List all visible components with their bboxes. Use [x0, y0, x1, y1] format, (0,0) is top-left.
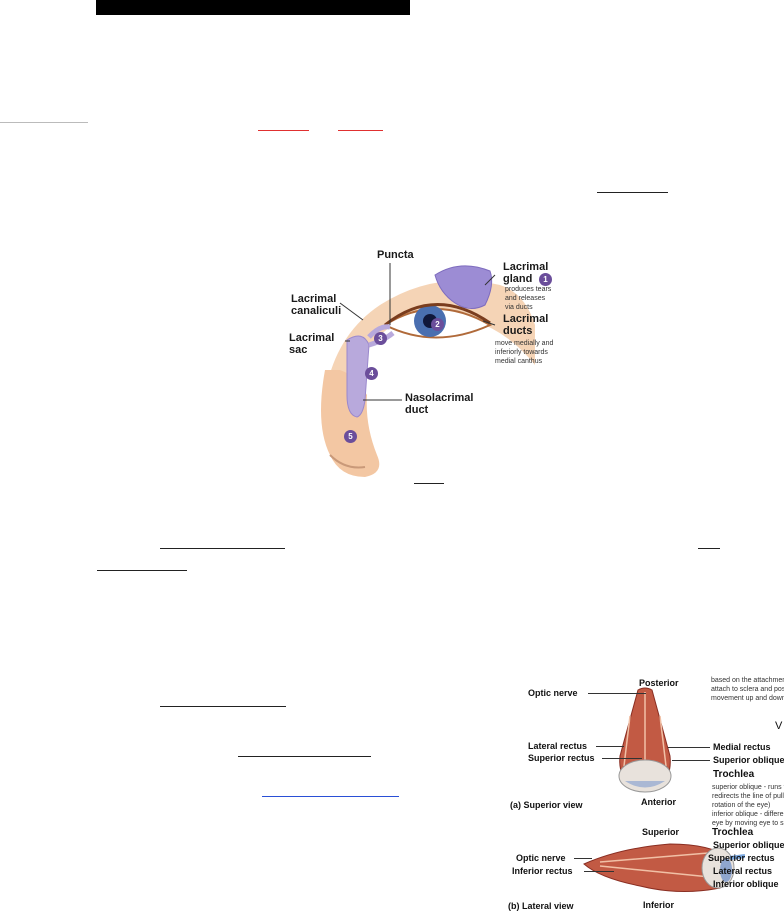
gland-note-line3: via ducts [505, 304, 533, 311]
gland-note: produces tears and releases via ducts [505, 285, 551, 312]
step-badge-5: 5 [344, 430, 357, 443]
label-inferior-rectus: Inferior rectus [512, 866, 573, 876]
label-trochlea-superior: Trochlea [713, 769, 755, 780]
superior-view-illustration [618, 687, 672, 793]
label-superior-oblique-lateral: Superior oblique [713, 840, 784, 850]
label-lacrimal-ducts: Lacrimal ducts [503, 313, 548, 337]
label-sac-line2: sac [289, 344, 308, 356]
leader-optic-nerve-lateral [574, 858, 592, 859]
caption-lateral-view: (b) Lateral view [508, 901, 574, 911]
label-medial-rectus: Medial rectus [713, 742, 771, 752]
ducts-note-line2: inferiorly towards [495, 349, 548, 356]
notes-mid-line2: redirects the line of pull f [712, 793, 784, 800]
label-lacrimal-canaliculi: Lacrimal canaliculi [291, 293, 341, 317]
leader-superior-oblique-superior [672, 760, 710, 761]
underline-mark-1 [597, 192, 668, 193]
label-superior-rectus-lateral: Superior rectus [708, 853, 775, 863]
label-lacrimal-gland-line2: gland [503, 273, 533, 285]
caption-superior-view: (a) Superior view [510, 800, 583, 810]
title-redaction-bar [96, 0, 410, 15]
notes-mid-line5: eye by moving eye to sup [712, 820, 784, 827]
link-underline-red-1[interactable] [258, 130, 309, 131]
step-badge-3: 3 [374, 332, 387, 345]
underline-mark-3 [160, 548, 285, 549]
leader-inferior-rectus [584, 871, 614, 872]
label-lacrimal-gland: Lacrimal gland [503, 261, 548, 285]
label-lateral-rectus-superior: Lateral rectus [528, 741, 588, 751]
leader-medial-rectus [668, 747, 710, 748]
label-trochlea-lateral: Trochlea [712, 827, 754, 838]
label-nasolacrimal-line2: duct [405, 404, 429, 416]
ducts-note-line1: move medially and [495, 340, 554, 347]
notes-top-line2: attach to sclera and posto [711, 686, 784, 693]
lateral-view-illustration [583, 843, 745, 893]
muscle-notes-mid: superior oblique - runs th redirects the… [712, 783, 784, 828]
underline-mark-2 [414, 483, 444, 484]
underline-mark-7 [238, 756, 371, 757]
link-underline-blue[interactable] [262, 796, 399, 797]
notes-mid-line4: inferior oblique - different [712, 811, 784, 818]
underline-mark-4 [698, 548, 720, 549]
label-puncta: Puncta [377, 249, 414, 261]
label-superior-rectus-superior: Superior rectus [528, 753, 595, 763]
leader-optic-nerve-superior [588, 693, 646, 694]
margin-rule [0, 122, 88, 123]
label-nasolacrimal-duct: Nasolacrimal duct [405, 392, 473, 416]
link-underline-red-2[interactable] [338, 130, 383, 131]
ducts-note-line3: medial canthus [495, 358, 543, 365]
label-anterior: Anterior [641, 797, 677, 807]
lacrimal-apparatus-figure: Puncta Lacrimal gland produces tears and… [285, 245, 560, 485]
label-optic-nerve-superior: Optic nerve [528, 688, 578, 698]
notes-top-line1: based on the attachment p [711, 677, 784, 684]
label-lacrimal-sac: Lacrimal sac [289, 332, 334, 356]
label-canaliculi-line1: Lacrimal [291, 293, 337, 305]
notes-top-line3: movement up and down a [711, 695, 784, 702]
label-superior: Superior [642, 827, 680, 837]
step-badge-2: 2 [431, 318, 444, 331]
step-badge-1: 1 [539, 273, 552, 286]
label-inferior-oblique: Inferior oblique [713, 879, 779, 889]
label-nasolacrimal-line1: Nasolacrimal [405, 392, 474, 404]
muscle-notes-top: based on the attachment p attach to scle… [711, 676, 784, 703]
label-lacrimal-ducts-line2: ducts [503, 325, 533, 337]
side-letter: V [775, 720, 783, 732]
notes-mid-line3: rotation of the eye) [712, 802, 771, 809]
label-canaliculi-line2: canaliculi [291, 305, 342, 317]
notes-mid-line1: superior oblique - runs th [712, 784, 784, 791]
label-superior-oblique-superior: Superior oblique [713, 755, 784, 765]
label-optic-nerve-lateral: Optic nerve [516, 853, 566, 863]
label-posterior: Posterior [639, 678, 679, 688]
gland-note-line1: produces tears [505, 286, 552, 293]
extraocular-muscles-figure: Posterior Optic nerve Lateral rectus Sup… [500, 668, 784, 911]
leader-superior-rectus-superior [602, 758, 642, 759]
underline-mark-5 [97, 570, 187, 571]
label-lacrimal-gland-line1: Lacrimal [503, 261, 549, 273]
leader-lateral-rectus-superior [596, 746, 624, 747]
label-sac-line1: Lacrimal [289, 332, 335, 344]
lacrimal-illustration [321, 263, 535, 477]
label-lateral-rectus-lateral: Lateral rectus [713, 866, 773, 876]
underline-mark-6 [160, 706, 286, 707]
ducts-note: move medially and inferiorly towards med… [495, 339, 553, 366]
label-inferior: Inferior [643, 900, 675, 910]
gland-note-line2: and releases [505, 295, 546, 302]
label-lacrimal-ducts-line1: Lacrimal [503, 313, 549, 325]
step-badge-4: 4 [365, 367, 378, 380]
